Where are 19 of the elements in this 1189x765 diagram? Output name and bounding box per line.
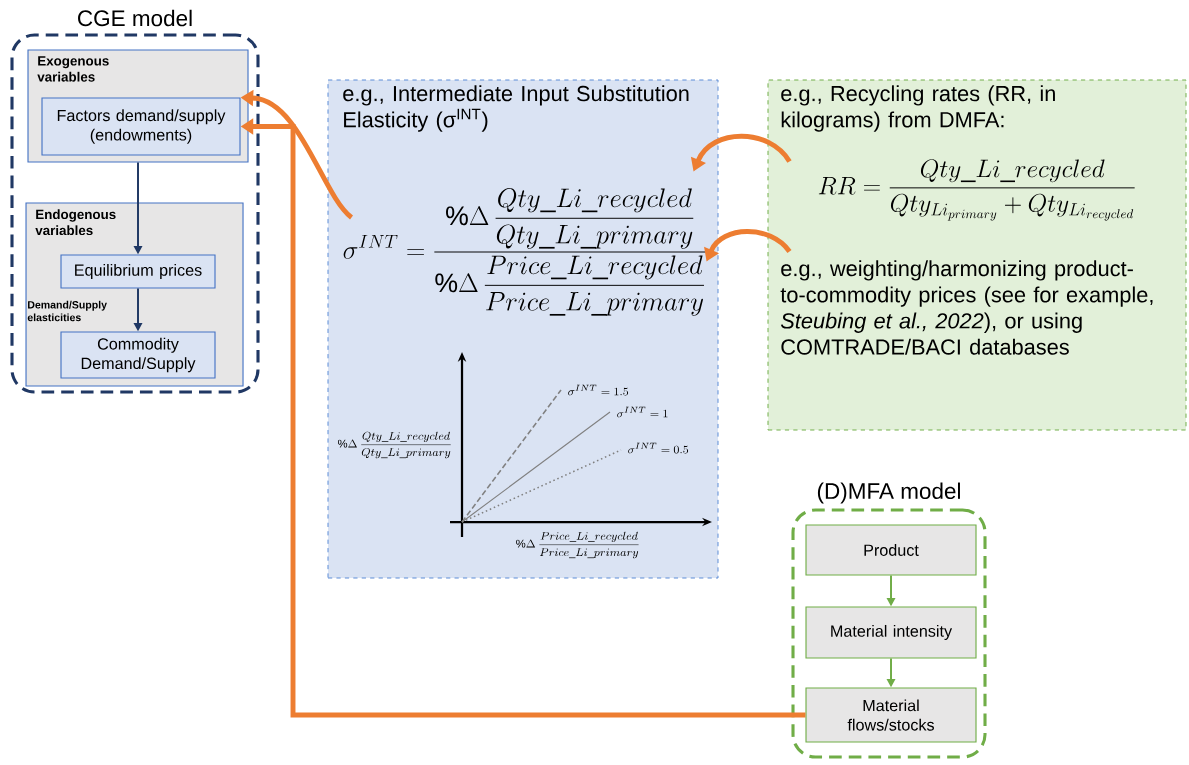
line-label: $\sigma^{INT}=1$ — [617, 406, 668, 418]
process-box: Material flows/stocks — [805, 687, 977, 743]
frame-title: (D)MFA model — [817, 482, 960, 504]
edge-label: Demand/Supply elasticities — [27, 300, 107, 322]
process-box: Product — [805, 524, 977, 576]
description-text: e.g., weighting/harmonizing product-to-commodity prices (see for example, Steubing et al., 2022), or using COMTRADE/BACI databases — [780, 260, 1153, 355]
process-box: Factors demand/supply (endowments) — [41, 97, 241, 156]
description-text: e.g., Recycling rates (RR, in kilograms) from DMFA: — [781, 85, 1055, 132]
description-text: e.g., Intermediate Input Substitution Elasticity (σ$^{INT}$) — [343, 85, 689, 132]
formula: $\sigma^{INT}=\frac{\%\Delta\,\dfrac{Qty\_Li\_recycled}{Qty\_Li\_primary}}{\%\Delta\,\dfrac{Price\_Li\_recycled}{Price\_Li\_primary}}$ — [343, 188, 706, 316]
process-box: Commodity Demand/Supply — [60, 331, 216, 379]
axis-label: $\%\Delta\,\frac{Qty\_Li\_recycled}{Qty\_Li\_primary}$ — [338, 431, 451, 459]
line-label: $\sigma^{INT}=1.5$ — [568, 384, 629, 396]
frame-title: CGE model — [78, 9, 192, 27]
process-box: Material intensity — [805, 606, 977, 659]
line-label: $\sigma^{INT}=0.5$ — [628, 442, 689, 454]
formula: $RR=\frac{Qty\_Li\_recycled}{Qty_{Li_{primary}}+Qty_{Li_{recycled}}}$ — [818, 159, 1135, 221]
axis-label: $\%\Delta\,\frac{Price\_Li\_recycled}{Price\_Li\_primary}$ — [516, 531, 639, 559]
process-box: Equilibrium prices — [60, 254, 216, 289]
